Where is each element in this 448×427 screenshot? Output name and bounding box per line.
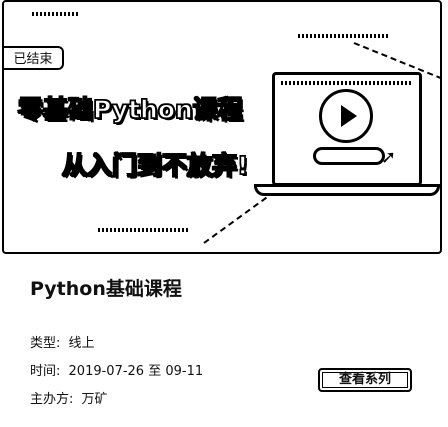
laptop-screen-bar: [281, 81, 413, 85]
status-badge: 已结束: [4, 46, 64, 70]
banner-headline: 零基础Python课程: [17, 94, 243, 124]
banner-slogan: 从入门到不放弃!: [61, 150, 249, 180]
course-time-value: 2019-07-26 至 09-11: [68, 364, 204, 379]
course-organizer-value: 万矿: [81, 392, 108, 407]
course-banner[interactable]: 已结束 零基础Python课程 从入门到不放弃! ➚: [2, 0, 442, 254]
course-organizer-row: 主办方: 万矿: [30, 388, 108, 407]
banner-deco-line: [298, 34, 390, 38]
cursor-icon: ➚: [381, 147, 397, 168]
banner-deco-line: [98, 228, 190, 232]
play-icon: [319, 89, 373, 143]
course-type-value: 线上: [68, 336, 95, 351]
course-time-row: 时间: 2019-07-26 至 09-11: [30, 360, 203, 379]
course-type-row: 类型: 线上: [30, 332, 95, 351]
laptop-base: [254, 184, 440, 196]
course-type-label: 类型:: [30, 336, 61, 351]
banner-deco-line: [32, 12, 80, 16]
course-organizer-label: 主办方:: [30, 392, 74, 407]
laptop-illustration: ➚: [272, 72, 422, 186]
course-time-label: 时间:: [30, 364, 61, 379]
course-title: Python基础课程: [30, 278, 182, 300]
progress-pill-icon: [313, 147, 385, 165]
view-series-button[interactable]: 查看系列: [318, 368, 412, 392]
